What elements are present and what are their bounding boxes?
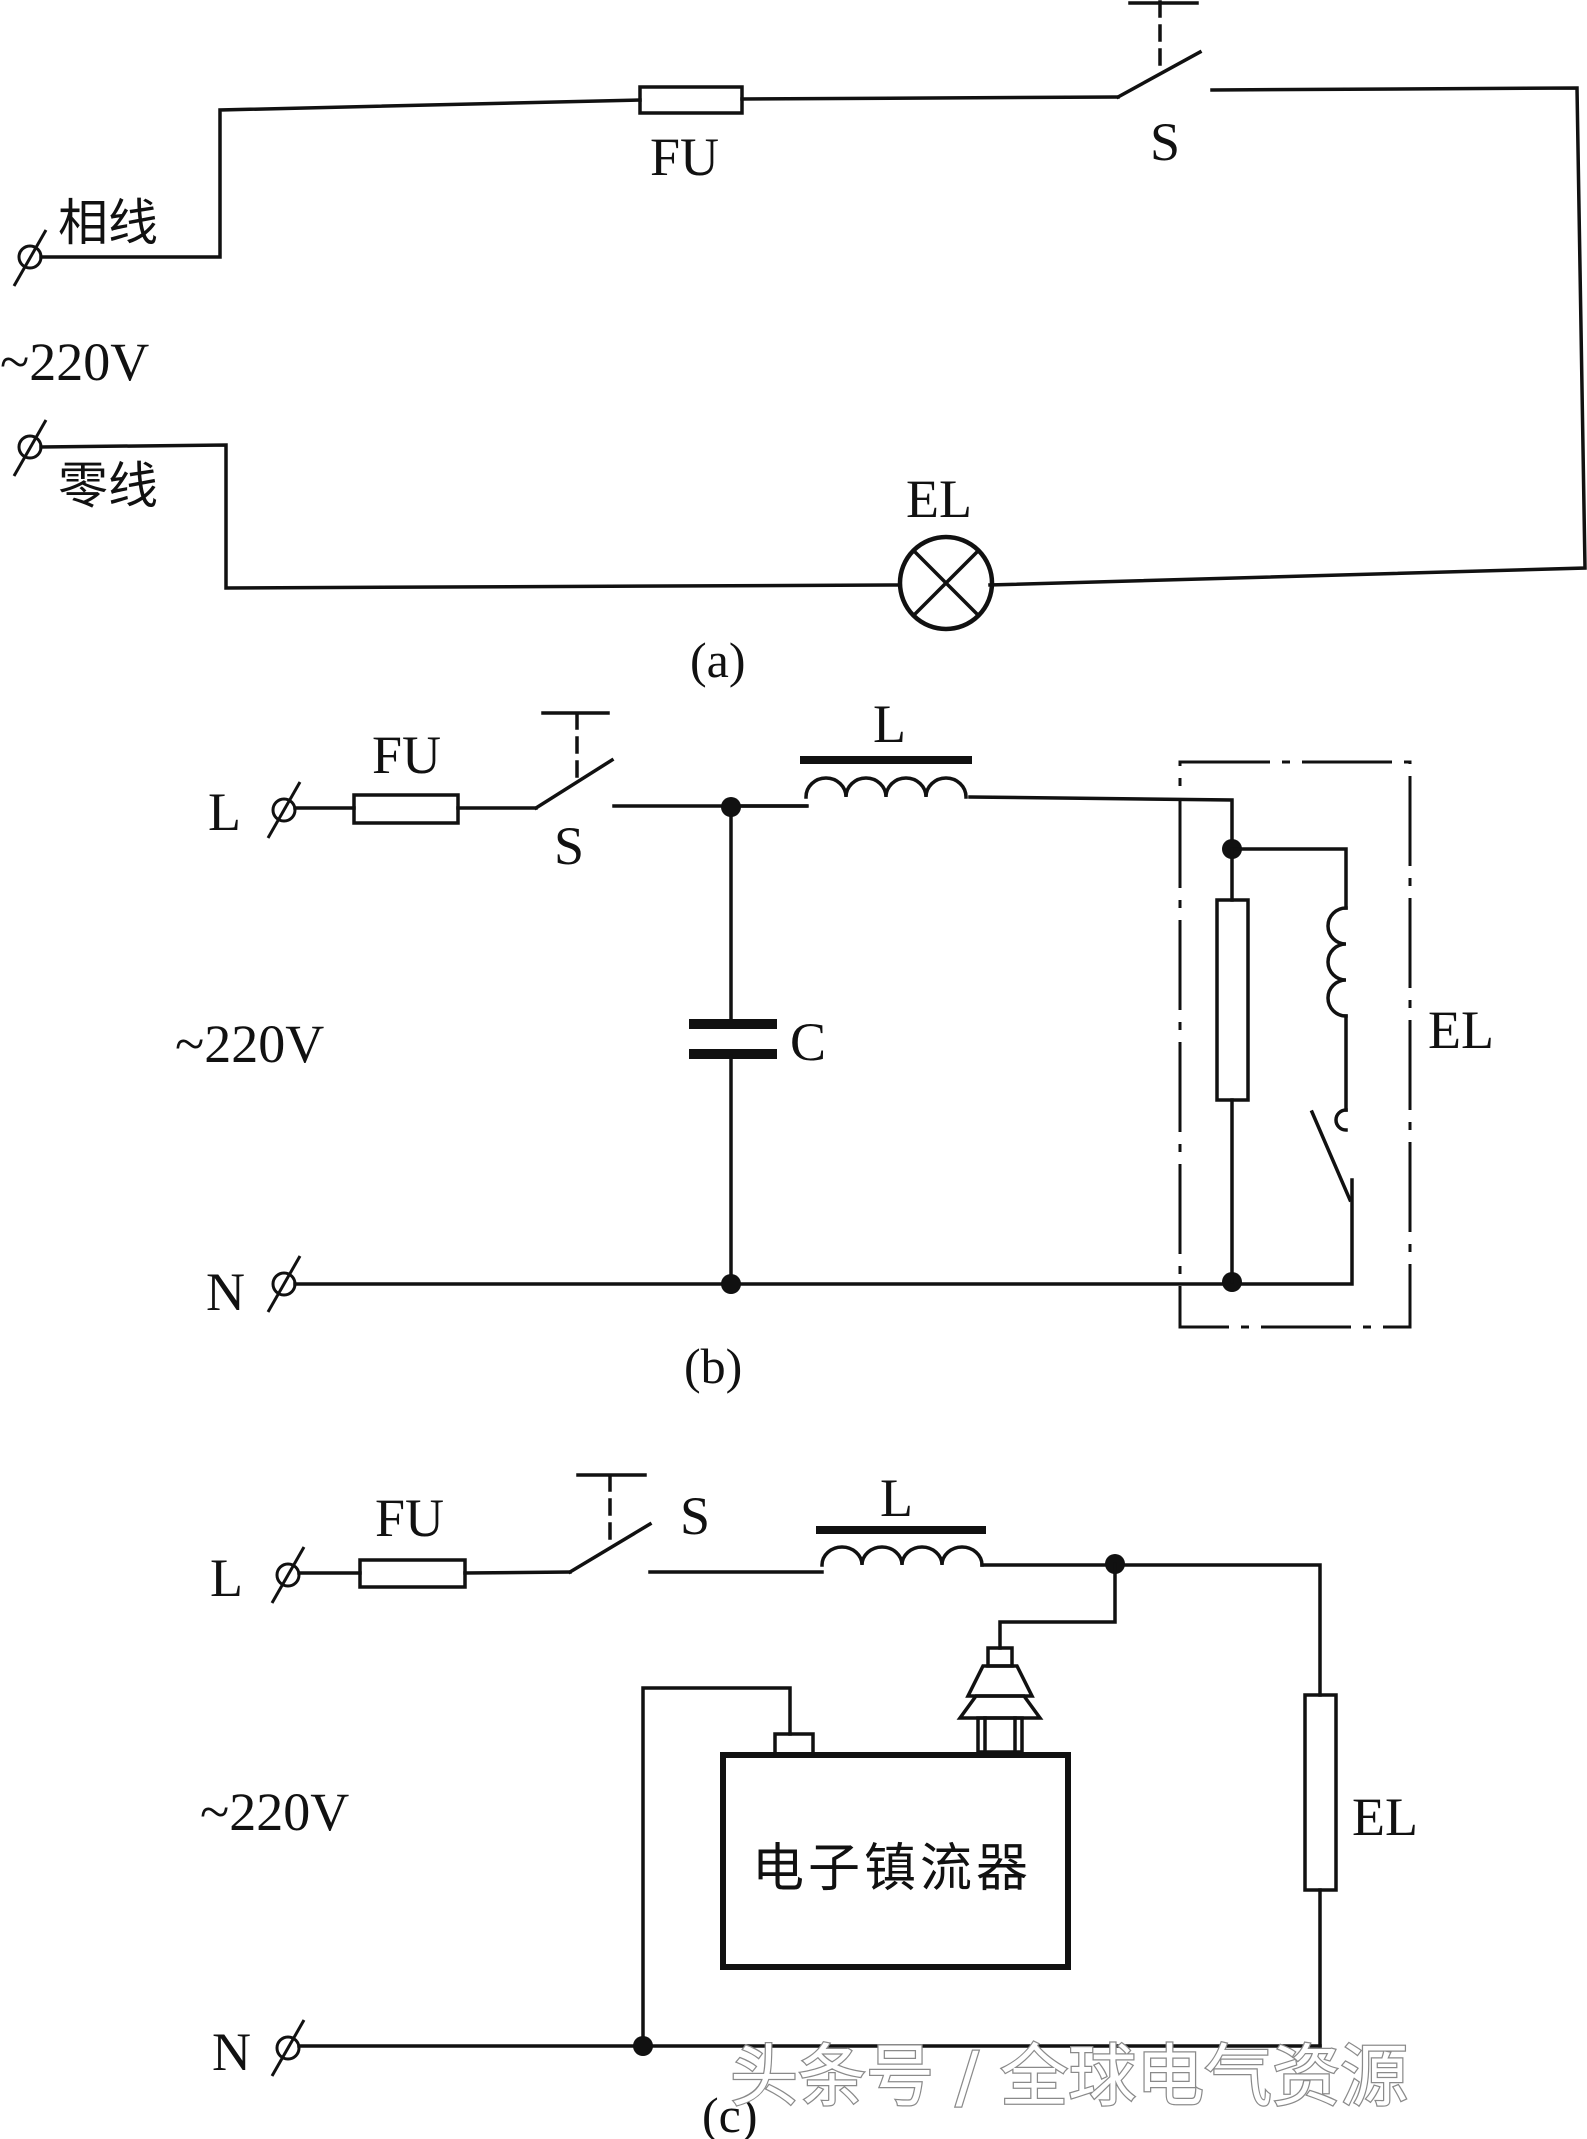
wire-to-ballast-terminal bbox=[998, 1562, 1117, 1650]
fuse-icon bbox=[638, 85, 744, 115]
tube-icon bbox=[1303, 1693, 1338, 1892]
inductor-icon bbox=[816, 1526, 986, 1567]
voltage-label: ~220V bbox=[200, 1782, 349, 1842]
caption-c: (c) bbox=[702, 2087, 758, 2139]
voltage-label: ~220V bbox=[175, 1014, 324, 1074]
fuse-icon bbox=[352, 793, 460, 825]
fuse-label: FU bbox=[375, 1488, 444, 1548]
watermark: 头条号 / 全球电气资源 bbox=[730, 2038, 1408, 2117]
terminal-l bbox=[270, 1546, 306, 1604]
lamp-label: EL bbox=[1428, 1000, 1494, 1060]
lamp-housing bbox=[1178, 760, 1412, 1329]
diagram-c: L N ~220V FU S L 电子镇流器 EL (c) bbox=[200, 1468, 1418, 2139]
ballast-label: 电子镇流器 bbox=[752, 1839, 1032, 1899]
tube-icon bbox=[1215, 898, 1250, 1102]
n-terminal-label: N bbox=[212, 2022, 251, 2082]
junction-dot bbox=[721, 1274, 741, 1294]
wire-inductor-to-lamp bbox=[980, 1563, 1322, 1697]
wire-right bbox=[988, 86, 1587, 587]
capacitor-label: C bbox=[790, 1012, 826, 1072]
wire-fuse-to-switch bbox=[463, 1570, 572, 1575]
wire-fuse-to-switch bbox=[740, 95, 1120, 101]
switch-label: S bbox=[554, 816, 584, 876]
switch-label: S bbox=[680, 1486, 710, 1546]
junction-dot bbox=[721, 797, 741, 817]
phase-line-label: 相线 bbox=[58, 194, 158, 252]
fuse-label: FU bbox=[650, 127, 719, 187]
capacitor-icon bbox=[689, 1019, 777, 1059]
switch-label: S bbox=[1150, 112, 1180, 172]
switch-icon bbox=[1115, 0, 1203, 100]
inductor-label: L bbox=[873, 694, 906, 754]
ballast-output-terminal-icon bbox=[956, 1646, 1044, 1754]
l-terminal-label: L bbox=[210, 1548, 243, 1608]
wire-inductor-to-lamp bbox=[968, 795, 1234, 850]
diagram-a: 相线 零线 ~220V FU S EL (a) bbox=[0, 0, 1587, 688]
wire-neutral bbox=[39, 443, 899, 590]
ballast-input-terminal-icon bbox=[773, 1732, 815, 1757]
fuse-icon bbox=[358, 1558, 467, 1589]
diagram-b: L N ~220V FU S L C EL (b) bbox=[175, 694, 1494, 1394]
switch-icon bbox=[567, 1473, 653, 1575]
l-terminal-label: L bbox=[208, 782, 241, 842]
wire-phase bbox=[39, 98, 642, 259]
wire-ballast-input bbox=[641, 1686, 792, 2048]
starter-switch-icon bbox=[1309, 1109, 1353, 1203]
neutral-line-label: 零线 bbox=[58, 457, 158, 515]
starter-coil-icon bbox=[1326, 906, 1348, 1132]
caption-b: (b) bbox=[684, 1338, 742, 1394]
inductor-label: L bbox=[880, 1468, 913, 1528]
caption-a: (a) bbox=[690, 632, 746, 688]
terminal-l bbox=[266, 781, 302, 839]
electronic-ballast-box bbox=[720, 1752, 1071, 1970]
lamp-icon bbox=[897, 534, 995, 632]
lamp-label: EL bbox=[1352, 1787, 1418, 1847]
inductor-icon bbox=[800, 756, 972, 799]
junction-dot bbox=[633, 2036, 653, 2056]
switch-icon bbox=[533, 711, 615, 811]
lamp-label: EL bbox=[906, 469, 972, 529]
n-terminal-label: N bbox=[206, 1262, 245, 1322]
wire-neutral bbox=[293, 1178, 1354, 1286]
voltage-label: ~220V bbox=[0, 332, 149, 392]
terminal-n bbox=[270, 2019, 306, 2077]
fuse-label: FU bbox=[372, 725, 441, 785]
wire-lamp-top bbox=[1230, 847, 1348, 910]
